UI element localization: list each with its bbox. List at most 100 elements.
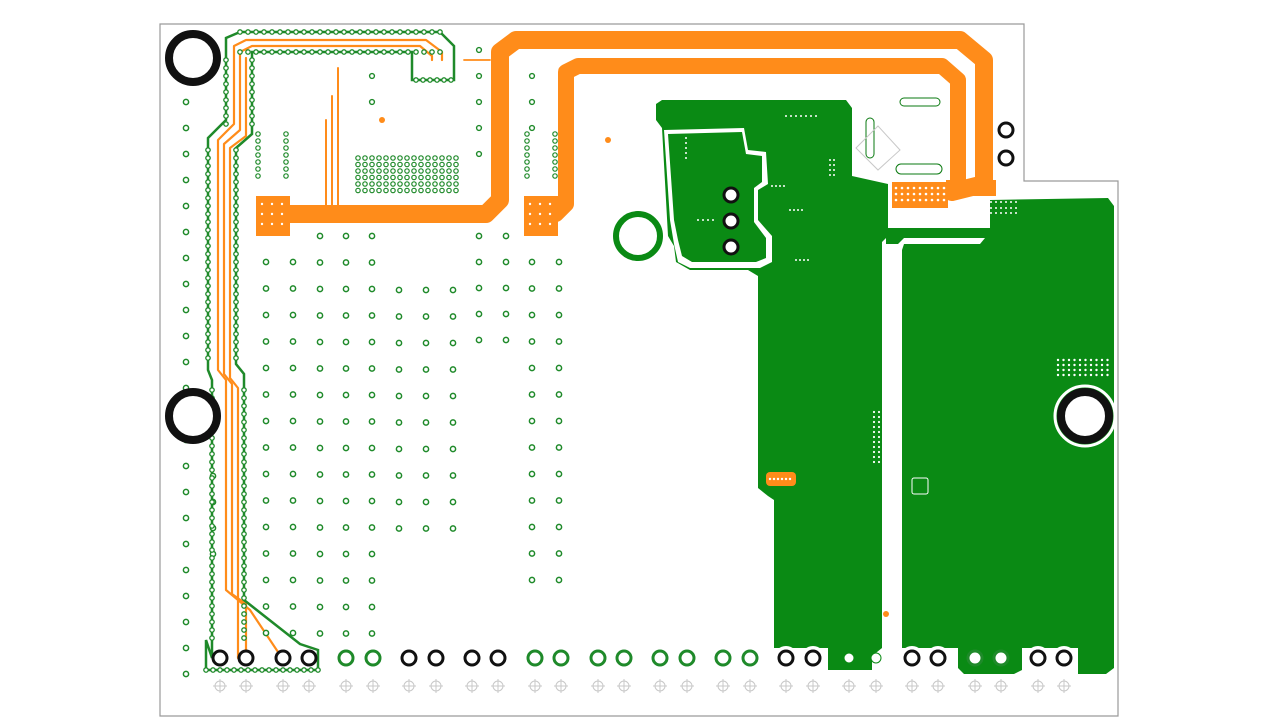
guard-via: [209, 579, 215, 585]
via: [439, 174, 445, 181]
thermal-via: [829, 174, 831, 176]
via: [555, 338, 563, 345]
thermal-via: [775, 185, 777, 187]
guard-via: [261, 49, 267, 55]
via: [342, 471, 350, 478]
guard-via: [245, 49, 251, 55]
thermal-via: [1067, 363, 1071, 367]
thermal-via: [795, 115, 797, 117]
via: [369, 174, 375, 181]
thermal-via: [1073, 373, 1076, 377]
via: [368, 577, 376, 584]
via: [342, 391, 350, 399]
guard-via: [429, 49, 435, 55]
via: [502, 232, 510, 240]
guard-via: [253, 29, 259, 35]
via: [316, 444, 324, 452]
pad-pin: [548, 222, 552, 226]
via: [182, 280, 190, 288]
header-pad: [870, 652, 882, 664]
guard-via: [233, 179, 239, 185]
via: [439, 181, 445, 187]
via: [555, 523, 563, 531]
via: [395, 313, 403, 320]
guard-via: [333, 49, 339, 55]
silk-crosshair: [591, 679, 605, 693]
guard-via: [269, 29, 275, 35]
thermal-via: [1005, 207, 1007, 209]
via: [555, 391, 563, 398]
via: [316, 365, 324, 372]
guard-via: [233, 147, 239, 153]
via: [262, 364, 270, 372]
via: [376, 181, 382, 187]
guard-via: [233, 307, 239, 313]
guard-via: [280, 667, 286, 673]
silk-crosshair: [617, 679, 631, 693]
via: [182, 462, 190, 470]
connector-pin: [900, 192, 904, 196]
thermal-via: [877, 415, 881, 419]
thermal-via: [1067, 368, 1071, 372]
via: [528, 311, 536, 319]
via: [395, 392, 403, 400]
thermal-via: [955, 201, 957, 203]
guard-via: [209, 603, 215, 609]
via: [368, 391, 376, 399]
via: [262, 444, 270, 451]
guard-via: [241, 619, 247, 625]
via: [411, 155, 417, 161]
via: [342, 550, 350, 558]
guard-via: [205, 155, 211, 161]
thermal-via: [970, 207, 972, 209]
pad-pin: [528, 222, 532, 226]
thermal-via: [877, 440, 881, 444]
guard-via: [241, 555, 247, 561]
via: [342, 259, 350, 266]
via: [368, 259, 376, 266]
header-pad: [427, 649, 445, 667]
guard-via: [233, 355, 239, 361]
via: [255, 131, 261, 137]
via: [376, 168, 382, 174]
header-pad: [992, 649, 1010, 667]
guard-via: [233, 187, 239, 193]
via: [422, 498, 430, 506]
via: [552, 145, 558, 151]
guard-via: [205, 243, 211, 249]
via: [289, 338, 297, 345]
header-pad: [741, 649, 759, 667]
silk-crosshair: [680, 679, 694, 693]
via: [182, 592, 190, 600]
silk-crosshair: [554, 679, 568, 693]
thermal-via: [1089, 368, 1093, 372]
via: [422, 392, 430, 400]
guard-via: [205, 291, 211, 297]
thermal-via: [990, 207, 992, 209]
via: [316, 232, 324, 240]
silk-crosshair: [339, 679, 353, 693]
guard-via: [249, 73, 255, 79]
guard-via: [333, 29, 339, 35]
guard-via: [209, 587, 215, 593]
guard-via: [241, 467, 247, 473]
thermal-via: [685, 142, 687, 144]
guard-via: [205, 275, 211, 281]
guard-via: [205, 235, 211, 241]
mounting-hole-group: [165, 30, 1117, 448]
guard-via: [209, 539, 215, 545]
via: [289, 364, 297, 372]
via: [289, 629, 297, 637]
thermal-via: [975, 201, 977, 203]
via: [283, 166, 289, 172]
via: [475, 124, 483, 132]
via: [368, 550, 376, 558]
thermal-via: [1095, 368, 1098, 372]
guard-via: [209, 483, 215, 489]
guard-via: [217, 667, 223, 673]
thermal-via: [872, 460, 876, 464]
silk-crosshair: [931, 679, 945, 693]
guard-via: [209, 515, 215, 521]
via: [182, 358, 190, 366]
via: [552, 173, 558, 179]
